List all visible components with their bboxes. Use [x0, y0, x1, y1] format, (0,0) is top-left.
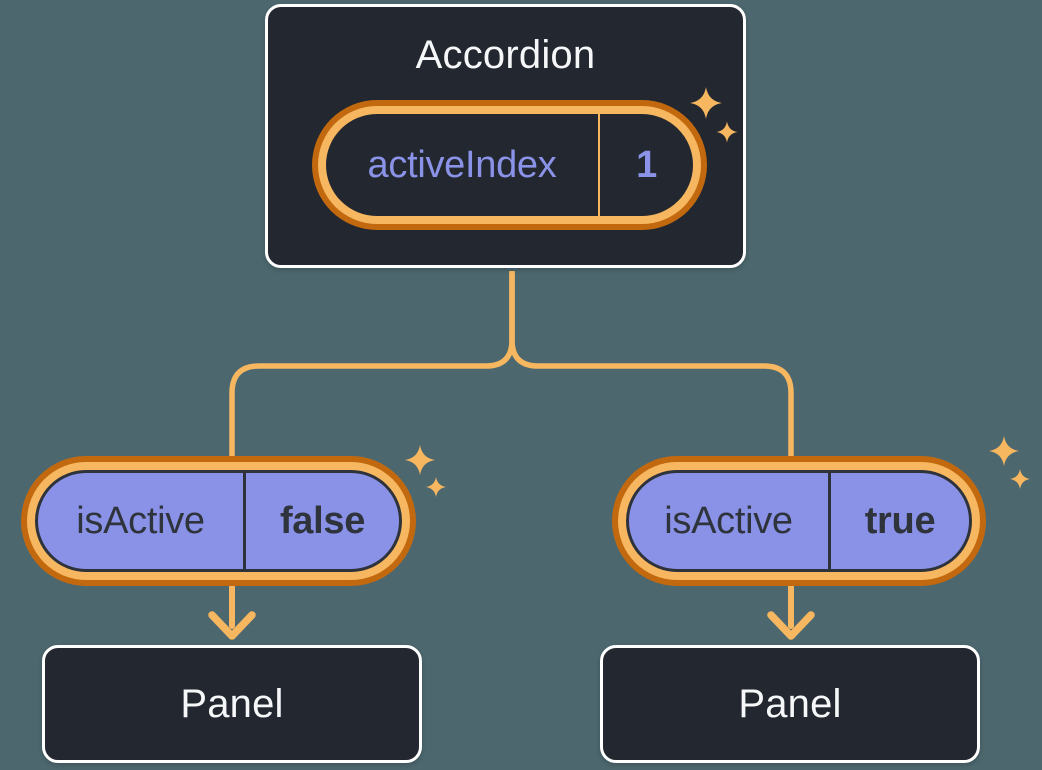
panel-title: Panel [738, 681, 842, 726]
arrow-down-icon [767, 581, 815, 640]
connector-root-to-left [229, 271, 515, 458]
state-value: 1 [636, 143, 657, 186]
state-name: isActive [664, 499, 793, 542]
pill-inner-ring: isActive true [618, 462, 980, 580]
pill-inner-ring: activeIndex 1 [318, 106, 701, 224]
state-pill-active-index: activeIndex 1 [312, 100, 707, 230]
pill-divider [598, 114, 600, 216]
arrow-down-icon [208, 581, 256, 640]
panel-title: Panel [180, 681, 284, 726]
state-pill-is-active-false: isActive false [21, 456, 416, 586]
accordion-title: Accordion [415, 33, 596, 77]
pill-inner-ring: isActive false [27, 462, 410, 580]
state-value: false [279, 499, 366, 542]
panel-node-left: Panel [42, 645, 422, 763]
pill-divider [828, 473, 831, 569]
state-pill-is-active-true: isActive true [612, 456, 986, 586]
state-name: activeIndex [367, 143, 557, 186]
state-name: isActive [76, 499, 205, 542]
state-value: true [864, 499, 936, 542]
pill-divider [243, 473, 246, 569]
panel-node-right: Panel [600, 645, 980, 763]
connector-root-to-right [509, 271, 794, 458]
